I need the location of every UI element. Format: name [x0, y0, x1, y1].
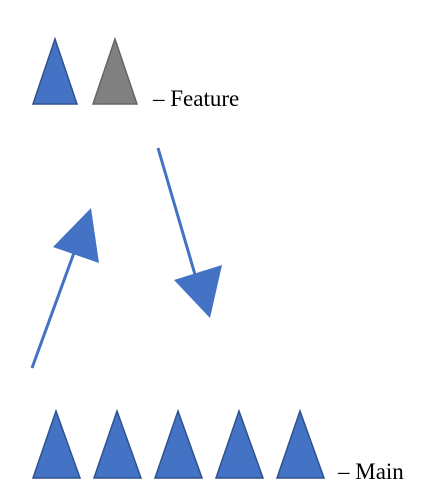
arrow-down-shaft [156, 147, 198, 279]
main-row: – Main [31, 408, 404, 484]
arrow-main-to-feature [30, 208, 99, 369]
main-commit-4 [214, 408, 265, 479]
arrows [30, 147, 222, 369]
main-commit-1 [31, 408, 82, 479]
main-commit-5 [275, 408, 326, 479]
arrow-down-head [174, 265, 222, 318]
arrow-up-head [53, 208, 99, 263]
main-label: – Main [337, 459, 404, 484]
main-commit-3 [153, 408, 204, 479]
feature-commit-2 [91, 36, 139, 105]
arrow-up-shaft [30, 249, 77, 369]
feature-label: – Feature [152, 86, 239, 111]
feature-row: – Feature [31, 36, 239, 111]
feature-commit-1 [31, 36, 79, 105]
main-commit-2 [92, 408, 143, 479]
arrow-feature-to-main [156, 147, 222, 318]
